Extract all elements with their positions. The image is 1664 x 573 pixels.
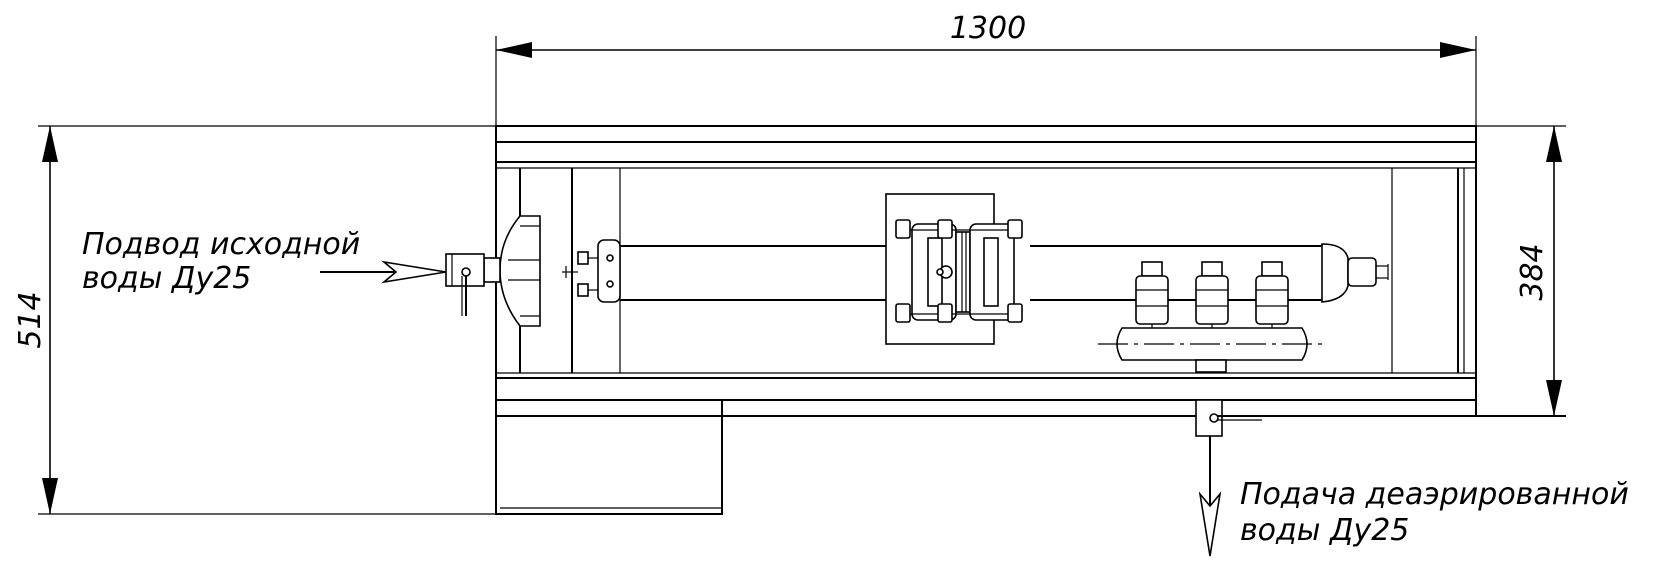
- central-flange-assembly: [885, 193, 1023, 345]
- valve-2: [1195, 261, 1229, 336]
- valve-1: [1135, 261, 1169, 336]
- outlet-flow-arrow: [1198, 491, 1222, 557]
- inlet-flow-arrow: [320, 260, 447, 284]
- inlet-label-line2: воды Ду25: [82, 261, 251, 296]
- inlet-label-line1: Подвод исходной: [82, 227, 360, 262]
- dimension-total-height: 514: [13, 125, 496, 515]
- collector-manifold: [1098, 261, 1326, 373]
- valve-3: [1255, 261, 1289, 336]
- width-dimension-label: 1300: [950, 11, 1026, 46]
- dimension-frame-height: 384: [1476, 125, 1566, 417]
- support-frame: [495, 125, 1566, 515]
- frame-height-dimension-label: 384: [1515, 243, 1550, 300]
- outlet-label-line1: Подача деаэрированной: [1240, 477, 1629, 512]
- inlet-head: [445, 215, 541, 327]
- dimension-width: 1300: [495, 11, 1477, 125]
- outlet-label-line2: воды Ду25: [1240, 513, 1409, 548]
- total-height-dimension-label: 514: [13, 291, 48, 348]
